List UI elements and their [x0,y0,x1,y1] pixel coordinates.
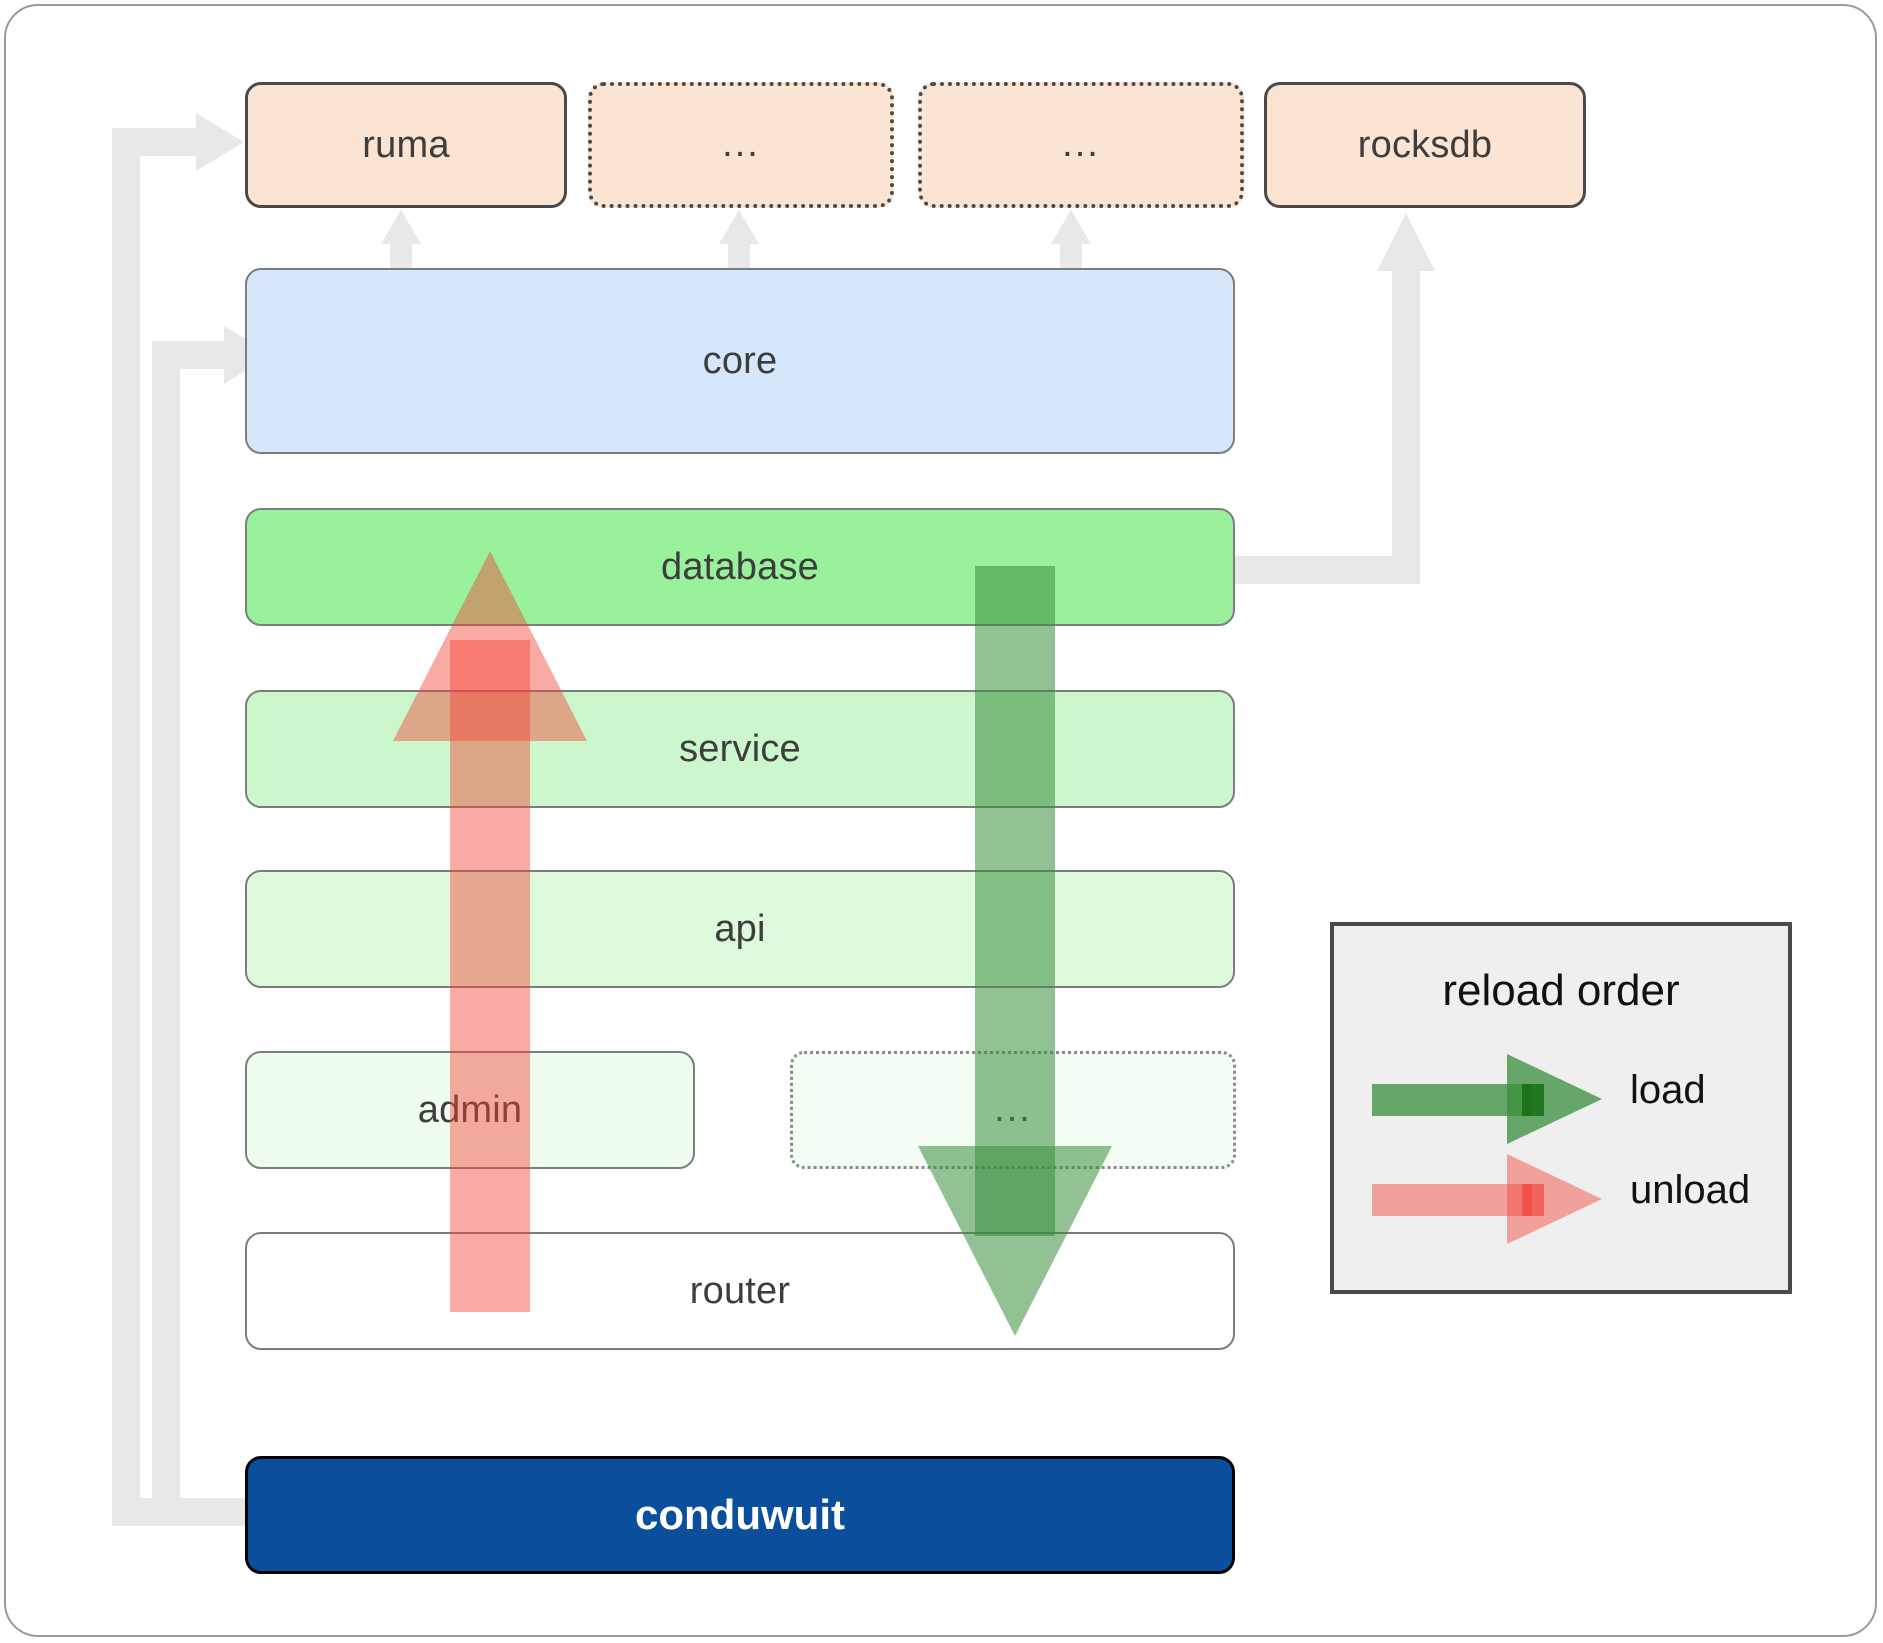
load-arrow-shaft [975,566,1055,1236]
dependency-label-rocksdb: rocksdb [1357,123,1493,166]
connector-arrowhead-core-to-dep2 [719,210,759,244]
layer-label-api: api [714,907,766,950]
connector-arrowhead-core-to-ruma [381,210,421,244]
dependency-node-rocksdb[interactable]: rocksdb [1264,82,1586,208]
dependency-label-more-1: ... [722,123,760,166]
connector-conduwuit-to-ruma-horizontal-top [112,128,202,156]
connector-database-to-rocksdb-vertical [1392,270,1420,584]
root-node-conduwuit[interactable]: conduwuit [245,1456,1235,1574]
legend-item-load: load [1334,1054,1788,1144]
legend-unload-shaft [1372,1184,1532,1216]
legend-load-shaft [1372,1084,1532,1116]
layer-label-router: router [689,1269,791,1312]
connector-conduwuit-to-core-vertical [152,341,180,1526]
legend-load-arrow-icon [1372,1054,1602,1144]
dependency-label-ruma: ruma [362,123,450,166]
connector-conduwuit-to-ruma-vertical [112,128,140,1526]
legend-load-nub [1522,1084,1544,1116]
layer-node-core[interactable]: core [245,268,1235,454]
dependency-node-more-1[interactable]: ... [588,82,894,208]
connector-arrowhead-rocksdb [1377,213,1435,271]
legend-label-load: load [1630,1068,1706,1112]
legend-item-unload: unload [1334,1154,1788,1244]
legend-label-unload: unload [1630,1168,1751,1212]
unload-arrow-shaft [450,640,530,1312]
layer-label-database: database [661,545,819,588]
dependency-node-more-2[interactable]: ... [918,82,1244,208]
legend-title: reload order [1442,966,1680,1015]
connector-core-to-ruma-shaft [390,240,412,270]
dependency-node-ruma[interactable]: ruma [245,82,567,208]
connector-core-to-dep3-shaft [1060,240,1082,270]
connector-conduwuit-to-core-horizontal-top [152,341,230,369]
diagram-frame [4,4,1877,1637]
legend-unload-arrow-icon [1372,1154,1602,1244]
connector-core-to-dep2-shaft [728,240,750,270]
unload-arrow-head [393,551,587,741]
layer-node-api[interactable]: api [245,870,1235,988]
layer-node-admin[interactable]: admin [245,1051,695,1169]
connector-arrowhead-core-to-dep3 [1051,210,1091,244]
layer-label-core: core [702,339,778,382]
layer-label-service: service [679,727,801,770]
load-arrow-head [918,1146,1112,1336]
legend-panel: reload order load unload [1330,922,1792,1294]
root-label-conduwuit: conduwuit [635,1491,845,1538]
dependency-label-more-2: ... [1062,123,1100,166]
connector-database-to-rocksdb-horizontal [1232,556,1420,584]
connector-arrowhead-ruma [196,113,244,171]
legend-unload-nub [1522,1184,1544,1216]
